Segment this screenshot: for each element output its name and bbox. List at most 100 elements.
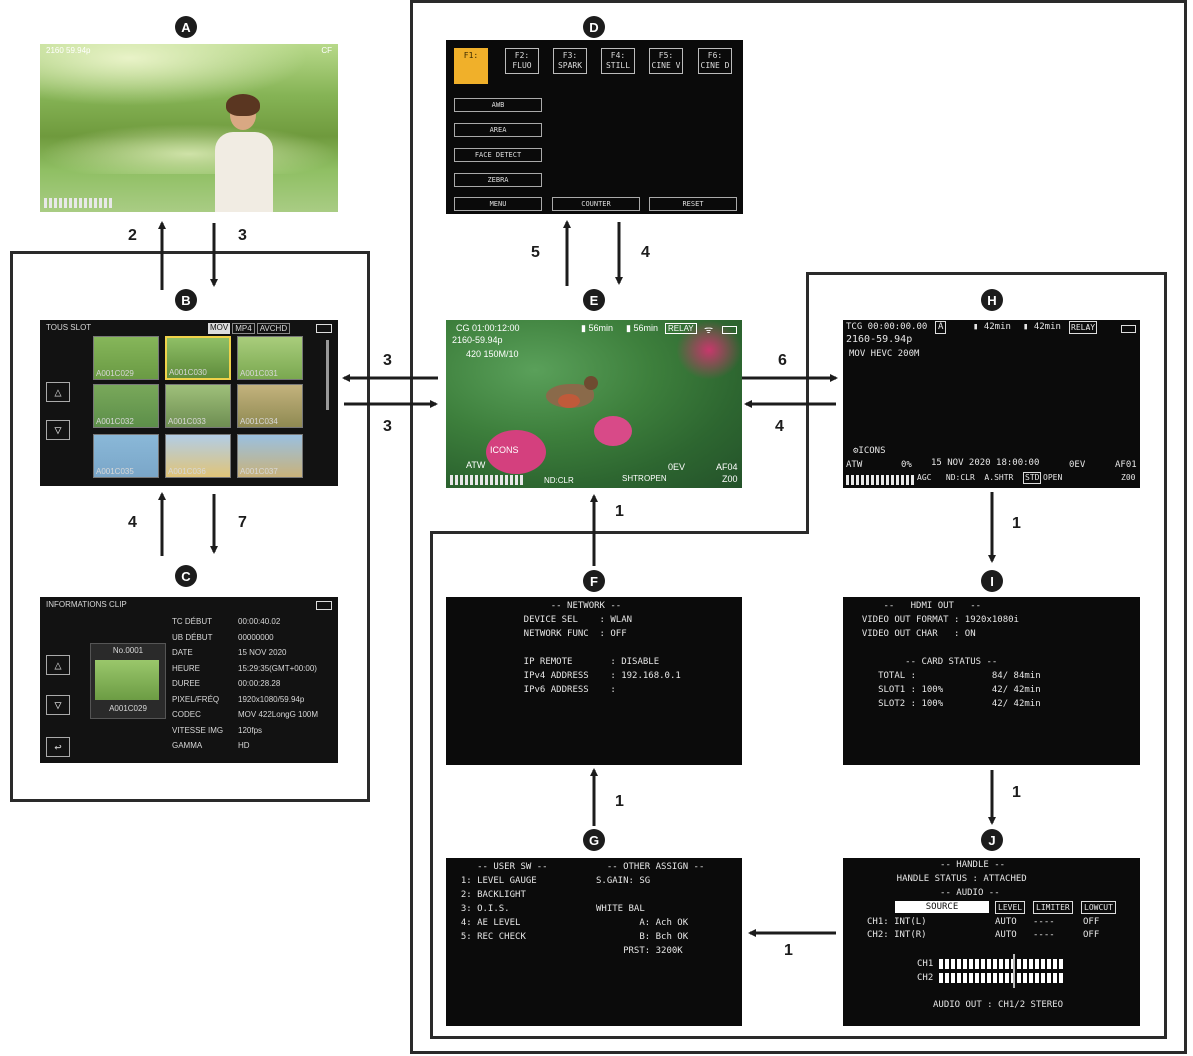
counter-button[interactable]: COUNTER <box>552 197 640 211</box>
tab-f4[interactable]: F4:STILL <box>601 48 635 74</box>
screen-i-hdmi-out: -- HDMI OUT -- VIDEO OUT FORMAT : 1920x1… <box>843 597 1140 765</box>
tab-f5[interactable]: F5:CINE V <box>649 48 683 74</box>
label-b: B <box>175 289 197 311</box>
h-bottom-line: AGC ND:CLR A.SHTR <box>917 473 1014 482</box>
h-slot2: 42min <box>1033 322 1061 332</box>
meter-ch2 <box>939 973 1063 983</box>
h-ev: 0EV <box>1069 460 1086 470</box>
tab-f1[interactable]: F1: <box>454 48 488 84</box>
meter-ch1 <box>939 959 1063 969</box>
step-num: 1 <box>615 503 624 520</box>
ch1-level: AUTO <box>995 917 1017 927</box>
label-a: A <box>175 16 197 38</box>
timecode: CG 01:00:12:00 <box>456 323 520 333</box>
ev-label: 0EV <box>668 462 686 472</box>
col-level: LEVEL <box>995 901 1026 914</box>
step-num: 1 <box>784 942 793 959</box>
step-num: 3 <box>238 227 247 244</box>
frame-bottom-edge <box>430 1036 1167 1039</box>
screen-h-status: TCG 00:00:00.00 A ▮ 42min ▮ 42min RELAY … <box>843 320 1140 488</box>
step-num: 7 <box>238 514 247 531</box>
label-h: H <box>981 289 1003 311</box>
af-label: AF04 <box>716 462 738 472</box>
col-limiter: LIMITER <box>1033 901 1073 914</box>
label-j: J <box>981 829 1003 851</box>
screen-a-live-view: 2160 59.94p CF <box>40 44 338 212</box>
ch1-source: CH1: INT(L) <box>867 917 927 927</box>
step-num: 4 <box>641 244 650 261</box>
scroll-down-button[interactable]: ▽ <box>46 420 70 440</box>
h-slot1: 42min <box>983 322 1011 332</box>
audio-out: AUDIO OUT : CH1/2 STEREO <box>933 1000 1064 1010</box>
h-mode-badge: A <box>935 321 947 334</box>
screen-b-thumbnails: TOUS SLOT MOV MP4 AVCHD △ ▽ A001C029 A00… <box>40 320 338 486</box>
ch1-lowcut: OFF <box>1083 917 1100 927</box>
nd-label: ND:CLR <box>544 476 574 485</box>
audio-meter <box>450 475 524 485</box>
tab-f6[interactable]: F6:CINE D <box>698 48 732 74</box>
tab-f2[interactable]: F2:FLUO <box>505 48 539 74</box>
chip-mp4[interactable]: MP4 <box>232 323 255 334</box>
zebra-button[interactable]: ZEBRA <box>454 173 542 187</box>
screen-f-network: -- NETWORK -- DEVICE SEL : WLAN NETWORK … <box>446 597 742 765</box>
face-detect-button[interactable]: FACE DETECT <box>454 148 542 162</box>
battery-icon <box>316 601 332 610</box>
hdmi-text: -- HDMI OUT -- VIDEO OUT FORMAT : 1920x1… <box>861 601 1041 709</box>
h-relay: RELAY <box>1069 321 1098 334</box>
thumbnail[interactable]: A001C035 <box>93 434 159 478</box>
thumbnail[interactable]: A001C030 <box>165 336 231 380</box>
user-sw-text: -- USER SW -- 1: LEVEL GAUGE 2: BACKLIGH… <box>460 862 548 942</box>
meter-ref-marker <box>1013 954 1015 988</box>
thumbnail[interactable]: A001C031 <box>237 336 303 380</box>
clip-card: No.0001 A001C029 <box>90 643 166 719</box>
meter-ch1-label: CH1 <box>917 959 934 969</box>
clip-info-header: INFORMATIONS CLIP <box>46 600 127 609</box>
screen-g-user-sw: -- USER SW -- 1: LEVEL GAUGE 2: BACKLIGH… <box>446 858 742 1026</box>
ch1-limiter: ---- <box>1033 917 1055 927</box>
tab-f3[interactable]: F3:SPARK <box>553 48 587 74</box>
step-num: 1 <box>1012 515 1021 532</box>
thumbnail[interactable]: A001C037 <box>237 434 303 478</box>
menu-button[interactable]: MENU <box>454 197 542 211</box>
screen-a-topright: CF <box>321 46 332 55</box>
reset-button[interactable]: RESET <box>649 197 737 211</box>
thumbnail[interactable]: A001C036 <box>165 434 231 478</box>
format-line: 2160-59.94p <box>452 335 503 345</box>
label-c: C <box>175 565 197 587</box>
thumbnail[interactable]: A001C032 <box>93 384 159 428</box>
label-d: D <box>583 16 605 38</box>
h-timecode: TCG 00:00:00.00 <box>846 322 928 332</box>
card-icon: ▮ <box>581 323 589 333</box>
return-button[interactable]: ↩ <box>46 737 70 757</box>
h-af: AF01 <box>1115 460 1137 470</box>
awb-button[interactable]: AWB <box>454 98 542 112</box>
ch2-lowcut: OFF <box>1083 930 1100 940</box>
icons-label[interactable]: ICONS <box>490 445 519 455</box>
chip-mov[interactable]: MOV <box>208 323 231 334</box>
scrollbar[interactable] <box>326 340 329 410</box>
atw-label: ATW <box>466 460 486 470</box>
h-codec: MOV HEVC 200M <box>849 349 920 359</box>
prev-clip-button[interactable]: △ <box>46 655 70 675</box>
clip-thumbnail <box>95 660 159 700</box>
next-clip-button[interactable]: ▽ <box>46 695 70 715</box>
step-num: 3 <box>383 418 392 435</box>
step-num: 4 <box>128 514 137 531</box>
chip-avchd[interactable]: AVCHD <box>256 323 291 334</box>
frame-left-group <box>10 251 370 802</box>
area-button[interactable]: AREA <box>454 123 542 137</box>
h-pct: 0% <box>901 460 912 470</box>
h-icons[interactable]: ICONS <box>858 446 886 456</box>
thumbnail[interactable]: A001C033 <box>165 384 231 428</box>
audio-meter <box>44 198 114 208</box>
scroll-up-button[interactable]: △ <box>46 382 70 402</box>
thumbnail[interactable]: A001C029 <box>93 336 159 380</box>
h-open: OPEN <box>1043 473 1063 482</box>
label-g: G <box>583 829 605 851</box>
thumbnail[interactable]: A001C034 <box>237 384 303 428</box>
